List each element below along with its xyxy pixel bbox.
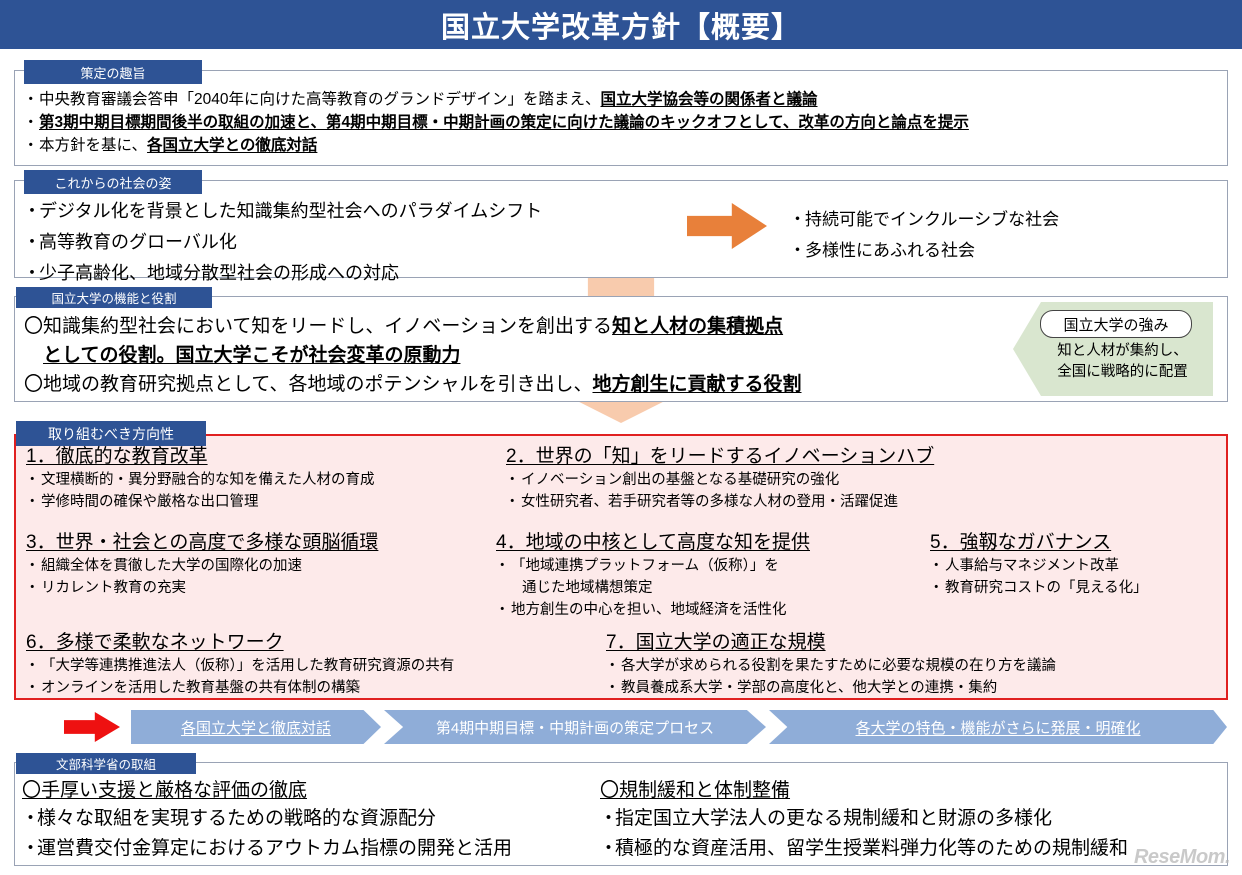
process-step-3-label: 各大学の特色・機能がさらに発展・明確化 (855, 719, 1141, 737)
list-item: 「地域連携プラットフォーム（仮称）」を (495, 555, 926, 577)
policy-item-1-emph: 第3期中期目標期間後半の取組の加速と、第4期中期目標・中期計画の策定に向けた議論… (39, 114, 969, 131)
strength-text-line-2: 全国に戦略的に配置 (1057, 364, 1188, 380)
direction-1-heading: 1．徹底的な教育改革 (26, 446, 208, 467)
policy-item-0-pre: 中央教育審議会答申「2040年に向けた高等教育のグランドデザイン」を踏まえ、 (39, 91, 601, 108)
process-step-2[interactable]: 第4期中期目標・中期計画の策定プロセス (384, 710, 766, 744)
role-line-1-emph: としての役割。国立大学こそが社会変革の原動力 (43, 345, 461, 366)
list-item: 教育研究コストの「見える化」 (929, 577, 1220, 599)
role-line-0-emph: 知と人材の集積拠点 (612, 316, 784, 337)
list-item: 第3期中期目標期間後半の取組の加速と、第4期中期目標・中期計画の策定に向けた議論… (23, 111, 1224, 134)
direction-item-6: 6．多様で柔軟なネットワーク 「大学等連携推進法人（仮称）」を活用した教育研究資… (25, 630, 606, 699)
process-step-2-label: 第4期中期目標・中期計画の策定プロセス (435, 719, 715, 737)
strength-callout-text: 知と人材が集約し、 全国に戦略的に配置 (1035, 341, 1210, 383)
future-society-right-list: 持続可能でインクルーシブな社会 多様性にあふれる社会 (789, 204, 1190, 266)
direction-1-bullets: 文理横断的・異分野融合的な知を備えた人材の育成 学修時間の確保や厳格な出口管理 (25, 469, 506, 513)
page-title: 国立大学改革方針【概要】 (440, 11, 801, 44)
list-item: 高等教育のグローバル化 (23, 227, 664, 258)
list-item: 女性研究者、若手研究者等の多様な人材の登用・活躍促進 (505, 491, 1206, 513)
direction-6-bullets: 「大学等連携推進法人（仮称）」を活用した教育研究資源の共有 オンラインを活用した… (25, 655, 606, 699)
section-label-mext-initiatives: 文部科学省の取組 (16, 753, 196, 774)
list-item: 中央教育審議会答申「2040年に向けた高等教育のグランドデザイン」を踏まえ、国立… (23, 88, 1224, 111)
list-item: 運営費交付金算定におけるアウトカム指標の開発と活用 (21, 834, 622, 864)
direction-item-7: 7．国立大学の適正な規模 各大学が求められる役割を果たすために必要な規模の在り方… (605, 630, 1226, 699)
mext-column-1-heading: 〇手厚い支援と厳格な評価の徹底 (22, 780, 308, 801)
mext-column-2-heading: 〇規制緩和と体制整備 (600, 780, 791, 801)
list-item: 少子高齢化、地域分散型社会の形成への対応 (23, 258, 664, 289)
policy-item-2-emph: 各国立大学との徹底対話 (147, 137, 318, 154)
mext-column-2: 〇規制緩和と体制整備 指定国立大学法人の更なる規制緩和と財源の多様化 積極的な資… (599, 778, 1230, 864)
list-item: 各大学が求められる役割を果たすために必要な規模の在り方を議論 (605, 655, 1226, 677)
policy-item-0-emph: 国立大学協会等の関係者と議論 (600, 91, 818, 108)
role-line-1-pre (24, 345, 43, 366)
role-line-2: 〇地域の教育研究拠点として、各地域のポテンシャルを引き出し、地方創生に貢献する役… (24, 370, 984, 399)
role-line-2-pre: 〇地域の教育研究拠点として、各地域のポテンシャルを引き出し、 (24, 374, 593, 395)
direction-item-1: 1．徹底的な教育改革 文理横断的・異分野融合的な知を備えた人材の育成 学修時間の… (25, 444, 506, 513)
direction-item-4: 4．地域の中核として高度な知を提供 「地域連携プラットフォーム（仮称）」を 通じ… (495, 530, 926, 621)
section-label-university-role: 国立大学の機能と役割 (16, 287, 212, 308)
list-item-continuation: 通じた地域構想策定 (522, 580, 653, 596)
list-item: 多様性にあふれる社会 (789, 235, 1190, 266)
red-right-arrow-icon (64, 712, 120, 742)
policy-purpose-body: 中央教育審議会答申「2040年に向けた高等教育のグランドデザイン」を踏まえ、国立… (23, 88, 1224, 157)
list-item: デジタル化を背景とした知識集約型社会へのパラダイムシフト (23, 196, 664, 227)
direction-item-2: 2．世界の「知」をリードするイノベーションハブ イノベーション創出の基盤となる基… (505, 444, 1206, 513)
direction-7-heading: 7．国立大学の適正な規模 (606, 632, 826, 653)
list-item: 「大学等連携推進法人（仮称）」を活用した教育研究資源の共有 (25, 655, 606, 677)
list-item: 文理横断的・異分野融合的な知を備えた人材の育成 (25, 469, 506, 491)
strength-text-line-1: 知と人材が集約し、 (1057, 343, 1188, 359)
direction-5-bullets: 人事給与マネジメント改革 教育研究コストの「見える化」 (929, 555, 1220, 599)
direction-7-bullets: 各大学が求められる役割を果たすために必要な規模の在り方を議論 教員養成系大学・学… (605, 655, 1226, 699)
list-item: 指定国立大学法人の更なる規制緩和と財源の多様化 (599, 804, 1230, 834)
direction-3-heading: 3．世界・社会との高度で多様な頭脳循環 (26, 532, 379, 553)
role-line-0: 〇知識集約型社会において知をリードし、イノベーションを創出する知と人材の集積拠点 (24, 312, 984, 341)
list-item: 学修時間の確保や厳格な出口管理 (25, 491, 506, 513)
section-label-directions: 取り組むべき方向性 (16, 421, 206, 446)
direction-4-heading: 4．地域の中核として高度な知を提供 (496, 532, 810, 553)
section-label-policy-purpose: 策定の趣旨 (24, 60, 202, 84)
direction-item-5: 5．強靱なガバナンス 人事給与マネジメント改革 教育研究コストの「見える化」 (929, 530, 1220, 599)
list-item: 地方創生の中心を担い、地域経済を活性化 (495, 599, 926, 621)
direction-2-heading: 2．世界の「知」をリードするイノベーションハブ (506, 446, 935, 467)
mext-column-2-bullets: 指定国立大学法人の更なる規制緩和と財源の多様化 積極的な資産活用、留学生授業料弾… (599, 804, 1230, 864)
future-society-left-bullets: デジタル化を背景とした知識集約型社会へのパラダイムシフト 高等教育のグローバル化… (23, 196, 664, 289)
watermark: ReseMom. (1133, 846, 1231, 868)
list-item: 持続可能でインクルーシブな社会 (789, 204, 1190, 235)
mext-column-1: 〇手厚い支援と厳格な評価の徹底 様々な取組を実現するための戦略的な資源配分 運営… (21, 778, 622, 864)
slide-title-bar: 国立大学改革方針【概要】 (0, 0, 1242, 49)
direction-6-heading: 6．多様で柔軟なネットワーク (26, 632, 284, 653)
future-society-left-list: デジタル化を背景とした知識集約型社会へのパラダイムシフト 高等教育のグローバル化… (23, 196, 664, 289)
direction-5-heading: 5．強靱なガバナンス (930, 532, 1112, 553)
direction-4-bullets: 「地域連携プラットフォーム（仮称）」を 通じた地域構想策定 地方創生の中心を担い… (495, 555, 926, 621)
process-step-1-label: 各国立大学と徹底対話 (180, 719, 331, 737)
role-line-1: としての役割。国立大学こそが社会変革の原動力 (24, 341, 984, 370)
section-label-future-society: これからの社会の姿 (24, 170, 202, 194)
direction-item-3: 3．世界・社会との高度で多様な頭脳循環 組織全体を貫徹した大学の国際化の加速 リ… (25, 530, 496, 599)
university-role-body: 〇知識集約型社会において知をリードし、イノベーションを創出する知と人材の集積拠点… (24, 312, 984, 399)
future-society-right-bullets: 持続可能でインクルーシブな社会 多様性にあふれる社会 (789, 204, 1190, 266)
process-step-1[interactable]: 各国立大学と徹底対話 (131, 710, 381, 744)
list-item: 教員養成系大学・学部の高度化と、他大学との連携・集約 (605, 677, 1226, 699)
list-item: 組織全体を貫徹した大学の国際化の加速 (25, 555, 496, 577)
mext-column-1-bullets: 様々な取組を実現するための戦略的な資源配分 運営費交付金算定におけるアウトカム指… (21, 804, 622, 864)
strength-callout-title: 国立大学の強み (1040, 310, 1192, 338)
role-line-0-pre: 〇知識集約型社会において知をリードし、イノベーションを創出する (24, 316, 613, 337)
process-step-3[interactable]: 各大学の特色・機能がさらに発展・明確化 (769, 710, 1227, 744)
list-item: オンラインを活用した教育基盤の共有体制の構築 (25, 677, 606, 699)
direction-3-bullets: 組織全体を貫徹した大学の国際化の加速 リカレント教育の充実 (25, 555, 496, 599)
direction-2-bullets: イノベーション創出の基盤となる基礎研究の強化 女性研究者、若手研究者等の多様な人… (505, 469, 1206, 513)
list-item: 積極的な資産活用、留学生授業料弾力化等のための規制緩和 (599, 834, 1230, 864)
policy-item-2-pre: 本方針を基に、 (39, 137, 148, 154)
list-item: 様々な取組を実現するための戦略的な資源配分 (21, 804, 622, 834)
policy-bullet-list: 中央教育審議会答申「2040年に向けた高等教育のグランドデザイン」を踏まえ、国立… (23, 88, 1224, 157)
list-item: イノベーション創出の基盤となる基礎研究の強化 (505, 469, 1206, 491)
role-line-2-emph: 地方創生に貢献する役割 (592, 374, 802, 395)
list-item: 人事給与マネジメント改革 (929, 555, 1220, 577)
list-item: リカレント教育の充実 (25, 577, 496, 599)
list-item: 本方針を基に、各国立大学との徹底対話 (23, 134, 1224, 157)
